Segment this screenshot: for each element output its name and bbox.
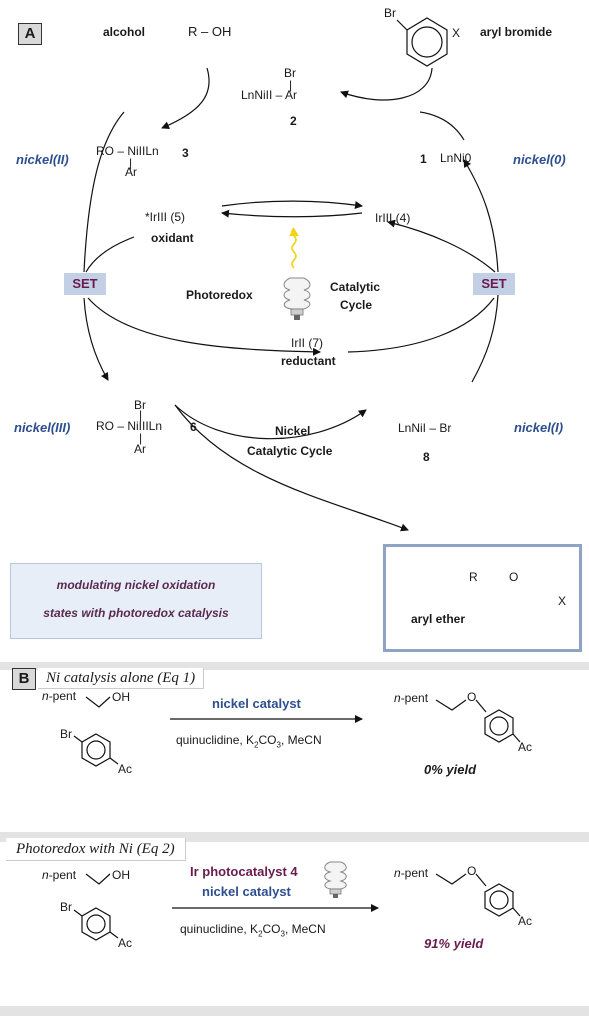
- modulating-line-1: modulating nickel oxidation: [56, 578, 216, 592]
- light-wave-icon: [289, 227, 299, 269]
- eq2-reactants: [73, 873, 119, 941]
- c3-number: 3: [182, 146, 189, 160]
- ir5-role: oxidant: [151, 231, 194, 245]
- eq2-prod-ac: Ac: [518, 914, 533, 928]
- aryl-ether-label: aryl ether: [411, 612, 466, 626]
- eq1-ac: Ac: [118, 762, 133, 776]
- ir4-label: IrIII (4): [375, 211, 411, 225]
- eq1-oh: OH: [112, 690, 130, 704]
- c2-number: 2: [290, 114, 297, 128]
- c6-formula: RO – NiIIILn: [96, 419, 163, 433]
- eq1-catalyst: nickel catalyst: [212, 696, 301, 711]
- c6-number: 6: [190, 420, 197, 434]
- c3-bond: |: [129, 156, 133, 170]
- eq2-oh: OH: [112, 868, 130, 882]
- c2-bond: |: [289, 78, 293, 92]
- ether-r: R: [469, 570, 478, 584]
- alcohol-formula: R – OH: [188, 24, 232, 39]
- eq1-title: Ni catalysis alone (Eq 1): [38, 668, 205, 689]
- c2-formula: LnNiII – Ar: [241, 88, 298, 102]
- eq2-yield: 91% yield: [424, 936, 484, 951]
- panel-b-tag: B: [12, 668, 36, 690]
- panel-b-divider-bottom: [0, 1006, 589, 1016]
- eq1-yield: 0% yield: [424, 762, 477, 777]
- ir7-role: reductant: [281, 354, 336, 368]
- c8-formula: LnNiI – Br: [398, 421, 452, 435]
- eq2-title: Photoredox with Ni (Eq 2): [6, 838, 186, 861]
- c6-to-ether-arrow: [174, 404, 409, 532]
- eq2-prod-o: O: [467, 864, 477, 878]
- set-left-in: [85, 236, 135, 273]
- panel-a-tag: A: [18, 23, 42, 45]
- ir7-label: IrII (7): [291, 336, 323, 350]
- c2-br: Br: [284, 66, 296, 80]
- aryl-bromide-label: aryl bromide: [480, 25, 553, 39]
- eq2-photocatalyst: Ir photocatalyst 4: [190, 864, 298, 879]
- ni-cycle-right-bottom: [471, 294, 499, 383]
- panel-b-divider-top: [0, 662, 589, 670]
- eq1-product: [435, 699, 521, 743]
- nickel-i-label: nickel(I): [514, 420, 564, 435]
- c6-br: Br: [134, 398, 146, 412]
- nickel-cycle-label-1: Nickel: [275, 424, 311, 438]
- eq2-conditions: quinuclidine, K2CO3, MeCN: [180, 922, 326, 939]
- aryl-ether-box: [383, 544, 582, 652]
- nickel-iii-label: nickel(III): [14, 420, 71, 435]
- eq2-product: [435, 873, 521, 917]
- ir7-to-set-right: [347, 297, 495, 353]
- eq2-npent: n-pent: [42, 868, 77, 882]
- ir4-to-ir5-arrow: [221, 209, 363, 218]
- eq2-prod-npent: n-pent: [394, 866, 429, 880]
- ni-cycle-left-arc: [83, 111, 125, 273]
- ir5-label: *IrIII (5): [145, 210, 186, 224]
- modulating-box: modulating nickel oxidation states with …: [10, 563, 262, 639]
- eq1-prod-o: O: [467, 690, 477, 704]
- eq1-prod-npent: n-pent: [394, 691, 429, 705]
- c6-bond-bottom: |: [139, 431, 143, 445]
- nickel-cycle-label-2: Catalytic Cycle: [247, 444, 333, 458]
- cfl-bulb-icon: [283, 277, 311, 320]
- ether-o: O: [509, 570, 519, 584]
- c6-ar: Ar: [134, 442, 146, 456]
- aryl-arrow: [340, 67, 433, 101]
- panel-b-divider-mid: [0, 832, 589, 842]
- ir5-to-ir4-arrow: [221, 200, 363, 209]
- set-left-to-ir7: [87, 297, 321, 356]
- ether-x: X: [558, 594, 567, 608]
- aryl-bromide-structure: [396, 17, 448, 67]
- eq1-prod-ac: Ac: [518, 740, 533, 754]
- eq1-reactants: [73, 696, 119, 767]
- eq1-npent: n-pent: [42, 689, 77, 703]
- aryl-x: X: [452, 26, 461, 40]
- ni-cycle-right-top: [463, 159, 499, 273]
- nickel-ii-label: nickel(II): [16, 152, 69, 167]
- c6-bond-top: |: [139, 408, 143, 422]
- photoredox-label: Photoredox: [186, 288, 253, 302]
- aryl-br: Br: [384, 6, 396, 20]
- eq1-conditions: quinuclidine, K2CO3, MeCN: [176, 733, 322, 750]
- ni-cycle-top-right: [419, 111, 465, 141]
- eq2-ac: Ac: [118, 936, 133, 950]
- cfl-bulb-icon-eq2: [324, 861, 347, 898]
- set-right-badge: SET: [473, 273, 515, 295]
- set-right-to-ir4: [387, 219, 496, 273]
- eq2-br: Br: [60, 900, 72, 914]
- set-left-badge: SET: [64, 273, 106, 295]
- c3-ar: Ar: [125, 165, 137, 179]
- c8-number: 8: [423, 450, 430, 464]
- c1-number: 1: [420, 152, 427, 166]
- eq2-catalyst: nickel catalyst: [202, 884, 291, 899]
- catalytic-label: Catalytic: [330, 280, 381, 294]
- set-left-down: [83, 297, 109, 381]
- cycle-label: Cycle: [340, 298, 373, 312]
- c1-formula: LnNi0: [440, 151, 472, 165]
- eq1-br: Br: [60, 727, 72, 741]
- alcohol-label: alcohol: [103, 25, 146, 39]
- nickel-0-label: nickel(0): [513, 152, 566, 167]
- c3-formula: RO – NiIILn: [96, 144, 159, 158]
- alcohol-arrow: [161, 67, 210, 129]
- c6-to-8-arrow: [174, 404, 367, 440]
- modulating-line-2: states with photoredox catalysis: [43, 606, 229, 620]
